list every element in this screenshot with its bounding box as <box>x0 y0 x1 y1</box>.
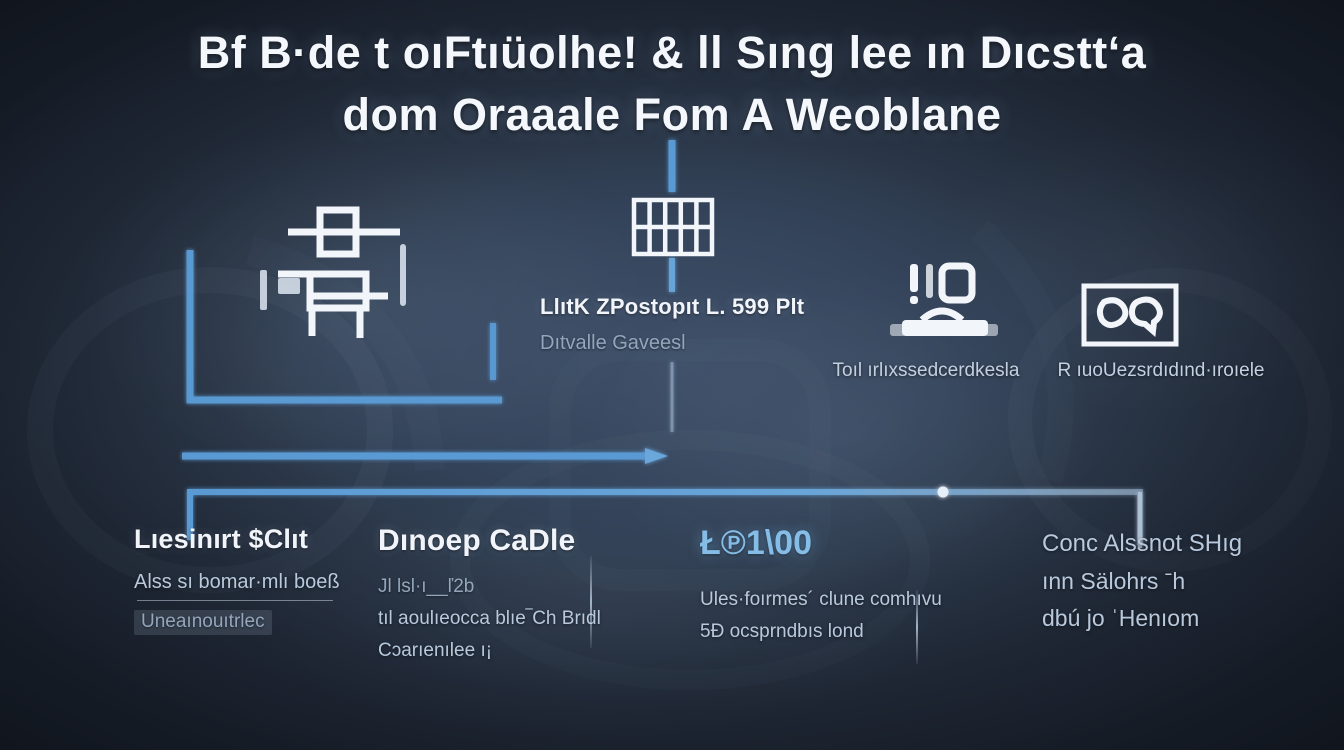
column-3-line-1: Ules·foırmes´ clune comhıvu <box>700 589 942 610</box>
column-2: Dınoep CaDle Jl lsl·ı__ľ2b tıl aoulıeocc… <box>378 524 648 662</box>
screen-bubbles-icon <box>1081 283 1179 347</box>
column-3-line-2: 5Ð ocsprndbıs lond <box>700 621 864 642</box>
column-4-line-1: ınn Sälohrs ˉh <box>1042 568 1186 594</box>
column-3: Ł℗1\00 Ules·foırmes´ clune comhıvu 5Ð oc… <box>700 524 1000 643</box>
column-2-heading: Dınoep CaDle <box>378 524 576 557</box>
page-title-line-2: dom Oraaale Fom A Weoblane <box>342 89 1002 140</box>
page-title-line-1: Bf B·de t oıFtıüolhe! & ll Sıng lee ın D… <box>197 27 1147 78</box>
grid-label-heading: LlıtK ZPostopıt L. 599 Plt <box>540 294 805 319</box>
machinery-icon <box>260 206 406 338</box>
machinery-node[interactable] <box>248 196 428 346</box>
column-3-accent-value: Ł℗1\00 <box>700 524 812 562</box>
grid-table-node[interactable] <box>630 196 716 258</box>
column-2-line-3: Cɔarıenılee ı¡ <box>378 640 493 661</box>
device-indicator-node[interactable] <box>884 258 1004 346</box>
screen-bubbles-node[interactable] <box>1080 282 1180 350</box>
column-2-line-2: tıl aoulıeocca blıe‾Ch Brıdl <box>378 608 601 629</box>
device-caption: Toıl ırlıxssedcerdkesla <box>832 360 1020 381</box>
grid-label-block: LlıtK ZPostopıt L. 599 Plt Dıtvalle Gave… <box>540 294 840 355</box>
column-1-rule <box>137 600 333 601</box>
grid-label-subtext: Dıtvalle Gaveesl <box>540 332 686 354</box>
column-2-line-1: Jl lsl·ı__ľ2b <box>378 576 475 597</box>
grid-table-icon <box>631 197 715 257</box>
column-3-divider <box>916 590 918 664</box>
column-4-heading: Conc Alssnot SHıg <box>1042 530 1243 557</box>
column-1-line-1: Alss sı bomar·mlı boeß <box>134 571 340 593</box>
device-indicator-icon <box>890 262 998 336</box>
column-1-line-2: Uneaınouıtrlec <box>134 610 272 635</box>
column-4-line-2: dbú jo ˈHenıom <box>1042 605 1200 631</box>
column-1-heading: Lıesinırt $Clıt <box>134 524 309 554</box>
page-title: Bf B·de t oıFtıüolhe! & ll Sıng lee ın D… <box>0 22 1344 146</box>
column-1: Lıesinırt $Clıt Alss sı bomar·mlı boeß U… <box>134 524 384 635</box>
screen-caption: R ıuoUezsrdıdınd·ıroıele <box>1057 360 1265 381</box>
column-2-divider <box>590 556 592 648</box>
column-4: Conc Alssnot SHıg ınn Sälohrs ˉh dbú jo … <box>1042 530 1322 632</box>
